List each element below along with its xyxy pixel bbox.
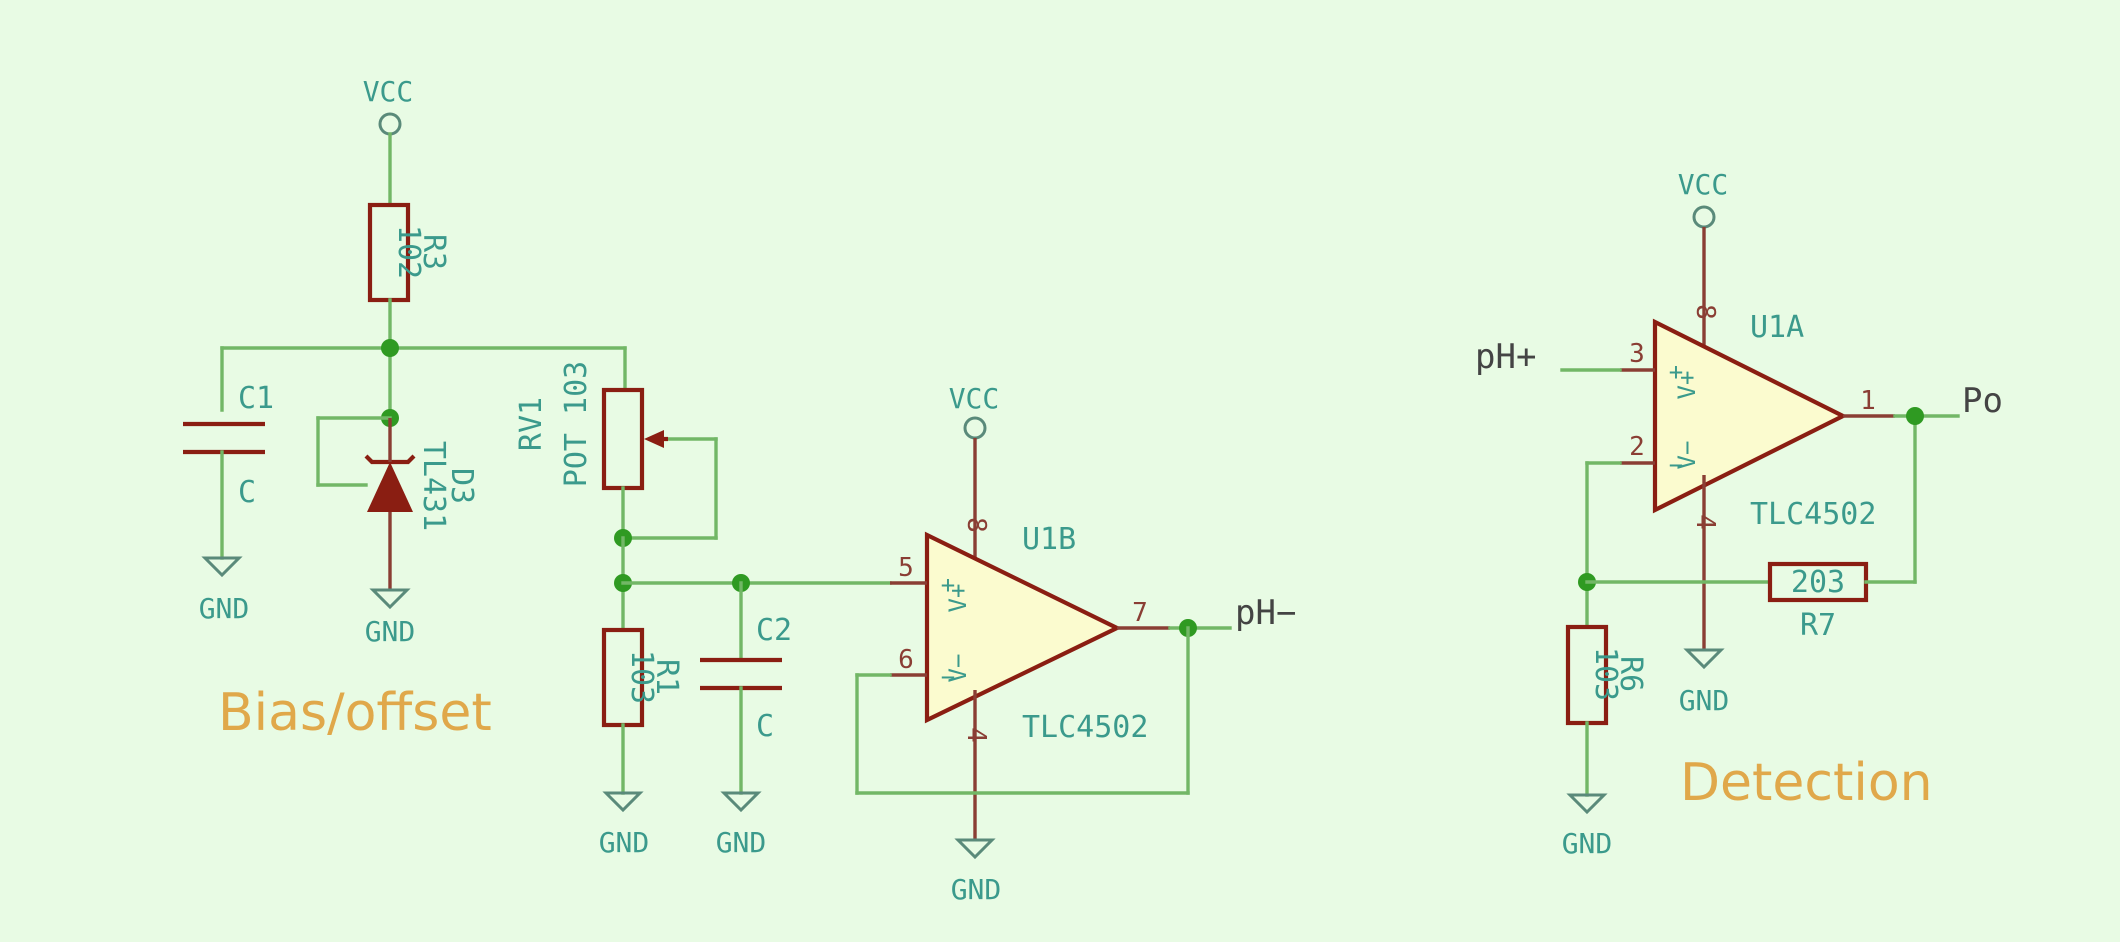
gnd-symbol-c2: GND (716, 791, 767, 859)
svg-text:V−: V− (1673, 441, 1701, 470)
svg-text:8: 8 (961, 517, 991, 533)
svg-text:GND: GND (1562, 827, 1613, 860)
block-title-detection: Detection (1680, 753, 1933, 813)
svg-text:5: 5 (898, 553, 914, 583)
c1-ref: C1 (238, 381, 274, 416)
vcc-label: VCC (363, 75, 414, 108)
block-title-bias-offset: Bias/offset (218, 683, 492, 743)
rv1-ref: RV1 (514, 397, 549, 451)
r1-ref: R1 (649, 659, 684, 695)
gnd-symbol-u1a: GND (1679, 648, 1730, 717)
svg-text:V−: V− (944, 654, 972, 683)
r3-value: 102 (391, 225, 426, 279)
net-label-po: Po (1962, 381, 2003, 421)
svg-text:7: 7 (1132, 598, 1148, 628)
u1a-ref: U1A (1750, 310, 1804, 345)
svg-text:−: − (941, 663, 955, 691)
svg-text:GND: GND (951, 873, 1002, 906)
svg-text:V+: V+ (944, 584, 972, 613)
r7-ref: R7 (1800, 608, 1836, 643)
diode-d3: TL431 D3 (316, 409, 479, 590)
opamp-u1b: VCC 5 6 7 8 4 + − V+ V− U1B TLC4502 (890, 382, 1170, 840)
svg-text:−: − (1669, 451, 1683, 479)
gnd-symbol-c1: GND (199, 556, 250, 625)
svg-text:2: 2 (1629, 432, 1645, 462)
gnd-symbol-u1b: GND (951, 838, 1002, 906)
svg-text:4: 4 (961, 727, 991, 743)
gnd-symbol-r1: GND (599, 791, 650, 859)
r7-value: 203 (1791, 565, 1845, 600)
svg-text:GND: GND (1679, 684, 1730, 717)
net-label-ph-plus: pH+ (1475, 337, 1536, 377)
detection-block: VCC 3 2 1 8 4 + − V+ V− U1A TLC4502 GND … (1475, 168, 2003, 860)
d3-value: TL431 (416, 441, 451, 531)
svg-text:6: 6 (898, 645, 914, 675)
svg-text:GND: GND (716, 826, 767, 859)
svg-text:+: + (941, 571, 955, 599)
r6-value: 103 (1588, 647, 1623, 701)
vcc-label: VCC (949, 382, 1000, 415)
resistor-r3: 102 R3 (367, 202, 451, 303)
potentiometer-rv1: RV1 POT 103 (514, 361, 718, 540)
opamp-u1a: VCC 3 2 1 8 4 + − V+ V− U1A TLC4502 (1620, 168, 1895, 650)
u1a-value: TLC4502 (1750, 497, 1876, 532)
svg-text:3: 3 (1629, 339, 1645, 369)
net-label-ph-minus: pH− (1235, 593, 1296, 633)
svg-text:1: 1 (1860, 386, 1876, 416)
svg-text:GND: GND (365, 615, 416, 648)
junction (1906, 407, 1924, 425)
gnd-symbol-d3: GND (365, 588, 416, 648)
bias-offset-block: VCC 102 R3 C1 C GND (183, 75, 1296, 906)
resistor-r7: 203 R7 (1767, 561, 1869, 643)
svg-text:GND: GND (599, 826, 650, 859)
c2-value: C (756, 709, 774, 744)
resistor-r1: 103 R1 (601, 627, 684, 728)
svg-text:GND: GND (199, 592, 250, 625)
gnd-symbol-r6: GND (1562, 793, 1613, 860)
vcc-label: VCC (1678, 168, 1729, 201)
resistor-r6: 103 R6 (1565, 624, 1648, 726)
r3-ref: R3 (416, 234, 451, 270)
d3-ref: D3 (444, 468, 479, 504)
svg-text:4: 4 (1690, 514, 1720, 530)
rv1-value: POT 103 (559, 361, 594, 487)
svg-text:8: 8 (1690, 304, 1720, 320)
r6-ref: R6 (1613, 656, 1648, 692)
u1b-ref: U1B (1022, 522, 1076, 557)
u1b-value: TLC4502 (1022, 710, 1148, 745)
c2-ref: C2 (756, 613, 792, 648)
svg-text:V+: V+ (1673, 371, 1701, 400)
capacitor-c2: C2 C (700, 613, 792, 744)
capacitor-c1: C1 C (183, 381, 274, 510)
svg-text:+: + (1669, 358, 1683, 386)
junction (381, 339, 399, 357)
vcc-symbol-r3: VCC (363, 75, 414, 136)
c1-value: C (238, 475, 256, 510)
r1-value: 103 (624, 650, 659, 704)
